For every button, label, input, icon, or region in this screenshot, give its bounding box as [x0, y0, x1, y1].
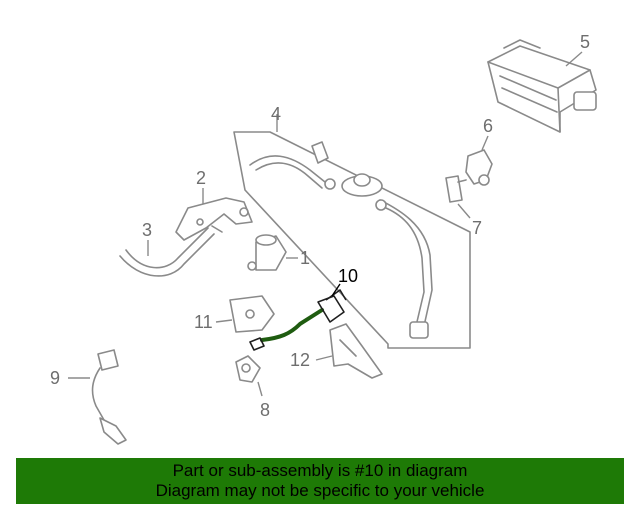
footer-line-part: Part or sub-assembly is #10 in diagram [172, 461, 468, 480]
part-3-hose[interactable]: 3 [119, 220, 215, 277]
part-1-solenoid[interactable]: 1 [247, 234, 310, 271]
callout-5: 5 [580, 32, 590, 52]
callout-10: 10 [338, 266, 358, 286]
footer-banner: Part or sub-assembly is #10 in diagram D… [16, 458, 624, 504]
part-12-bracket[interactable]: 12 [290, 323, 383, 379]
callout-9: 9 [50, 368, 60, 388]
part-11-bracket[interactable]: 11 [194, 295, 275, 333]
callout-2: 2 [196, 168, 206, 188]
callout-11: 11 [194, 312, 213, 332]
footer-line-disclaimer: Diagram may not be specific to your vehi… [155, 481, 485, 500]
callout-6: 6 [483, 116, 493, 136]
callout-1: 1 [300, 248, 310, 268]
part-8-sensor[interactable]: 8 [235, 355, 270, 420]
part-6-valve[interactable]: 6 [465, 116, 493, 186]
callout-3: 3 [142, 220, 152, 240]
part-7-bracket[interactable]: 7 [445, 175, 482, 238]
part-10-sensor-highlighted[interactable]: 10 [249, 266, 358, 351]
parts-diagram: 4 5 6 7 [50, 32, 597, 445]
part-4-hose-assembly[interactable]: 4 [233, 104, 471, 349]
part-9-sensor[interactable]: 9 [50, 349, 127, 445]
callout-4: 4 [271, 104, 281, 124]
part-5-canister[interactable]: 5 [487, 32, 597, 133]
callout-8: 8 [260, 400, 270, 420]
callout-12: 12 [290, 350, 310, 370]
callout-7: 7 [472, 218, 482, 238]
part-2-bracket[interactable]: 2 [175, 168, 253, 241]
